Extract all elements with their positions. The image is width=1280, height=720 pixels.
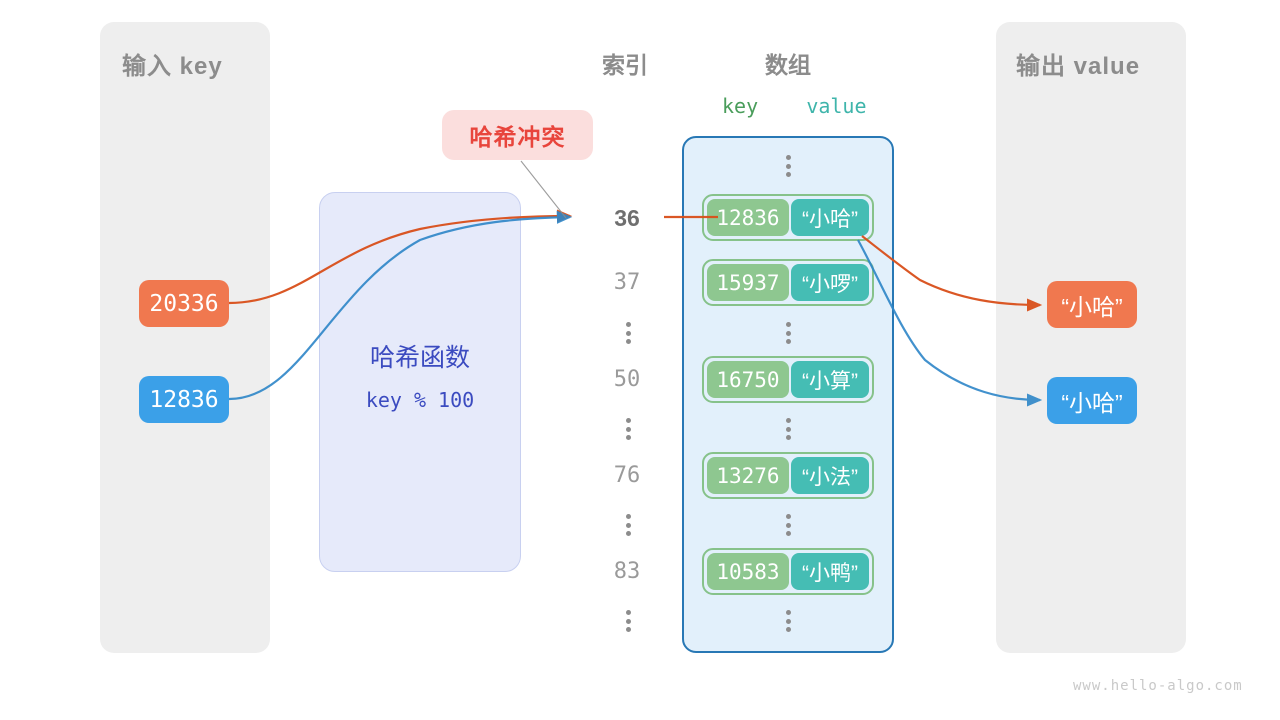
input-key-box-0: 20336 [139, 280, 229, 327]
array-ellipsis-bottom [780, 610, 796, 632]
callout-leader-line [520, 160, 567, 219]
array-cell-36: 12836 “小哈” [702, 194, 874, 241]
array-cell-83: 10583 “小鸭” [702, 548, 874, 595]
hash-function-title: 哈希函数 [369, 344, 470, 372]
index-label-50: 50 [613, 367, 641, 392]
input-key-box-1: 12836 [139, 376, 229, 423]
index-label-76: 76 [613, 463, 641, 488]
index-ellipsis-3 [620, 514, 636, 536]
array-cell-value-37: “小啰” [790, 264, 869, 301]
index-label-36: 36 [614, 205, 640, 231]
input-panel-title: 输入 key [122, 53, 223, 80]
output-value-box-0: “小哈” [1047, 281, 1137, 328]
index-ellipsis-2 [620, 418, 636, 440]
array-cell-value-50: “小算” [790, 361, 869, 398]
input-panel [100, 22, 270, 653]
array-ellipsis-2 [780, 418, 796, 440]
hash-collision-label: 哈希冲突 [469, 124, 566, 150]
array-cell-key-50: 16750 [707, 361, 789, 398]
array-cell-37: 15937 “小啰” [702, 259, 874, 306]
array-cell-key-36: 12836 [707, 199, 789, 236]
array-cell-value-36: “小哈” [790, 199, 869, 236]
value-header-label: value [806, 94, 867, 118]
array-ellipsis-top [780, 155, 796, 177]
array-cell-50: 16750 “小算” [702, 356, 874, 403]
array-ellipsis-1 [780, 322, 796, 344]
array-cell-76: 13276 “小法” [702, 452, 874, 499]
array-cell-key-76: 13276 [707, 457, 789, 494]
hash-function-box: 哈希函数 key % 100 [319, 192, 521, 572]
array-ellipsis-3 [780, 514, 796, 536]
hash-function-formula: key % 100 [365, 388, 475, 412]
index-label-37: 37 [613, 270, 641, 295]
output-panel-title: 输出 value [1016, 53, 1141, 80]
output-value-label-0: “小哈” [1061, 293, 1123, 320]
array-cell-key-83: 10583 [707, 553, 789, 590]
output-value-label-1: “小哈” [1061, 389, 1123, 416]
array-cell-value-83: “小鸭” [790, 553, 869, 590]
input-key-label-1: 12836 [149, 386, 219, 413]
watermark: www.hello-algo.com [1073, 678, 1243, 694]
hash-collision-callout: 哈希冲突 [442, 110, 593, 160]
array-column-title: 数组 [765, 52, 811, 78]
index-ellipsis-4 [620, 610, 636, 632]
output-value-box-1: “小哈” [1047, 377, 1137, 424]
input-key-label-0: 20336 [149, 290, 219, 317]
index-ellipsis-1 [620, 322, 636, 344]
array-cell-key-37: 15937 [707, 264, 789, 301]
key-value-header: key value [722, 94, 867, 118]
array-cell-value-76: “小法” [790, 457, 869, 494]
index-label-83: 83 [613, 559, 641, 584]
output-panel [996, 22, 1186, 653]
index-column-title: 索引 [602, 52, 648, 78]
key-header-label: key [722, 94, 759, 118]
